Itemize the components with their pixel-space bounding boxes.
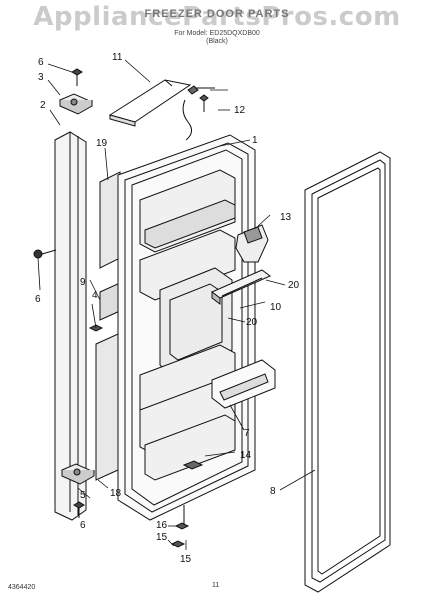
bottom-hinge-part (60, 463, 96, 485)
top-hinge-part (58, 93, 94, 115)
callout-13: 13 (280, 212, 292, 223)
screw-top-part (187, 85, 215, 95)
callout-12: 12 (234, 105, 246, 116)
callout-20-lower: 20 (246, 317, 258, 328)
door-gasket-part (304, 151, 391, 593)
callout-3: 3 (38, 72, 44, 83)
wire-harness-part (182, 99, 192, 141)
part-14 (182, 460, 204, 470)
callout-15: 15 (180, 554, 192, 565)
callout-18: 18 (110, 488, 122, 499)
ice-chute-part (235, 224, 269, 263)
retainer-bar-part (211, 269, 271, 305)
watermark: AppliancePartsPros.com (33, 2, 401, 32)
part-16 (174, 522, 190, 530)
door-liner-part (117, 134, 256, 521)
lower-insulation-part (95, 333, 119, 481)
callout-6-top: 6 (38, 57, 44, 68)
callout-6-side: 6 (35, 294, 41, 305)
callout-19: 19 (96, 138, 108, 149)
callout-6-bottom: 6 (80, 520, 86, 531)
bottom-screw-part (73, 501, 85, 518)
callout-10: 10 (270, 302, 282, 313)
callout-5: 5 (80, 490, 86, 501)
diagram-code: 4364420 (8, 584, 36, 591)
callout-20-upper: 20 (288, 280, 300, 291)
leader-lines (37, 59, 316, 550)
callout-1: 1 (252, 135, 258, 146)
callout-11: 11 (112, 52, 123, 63)
part-15-small (170, 540, 186, 548)
callout-2: 2 (40, 100, 46, 111)
door-bin-part (211, 359, 276, 409)
page-number: 11 (212, 582, 220, 589)
callout-7: 7 (244, 428, 250, 439)
callout-9: 9 (80, 277, 86, 288)
hinge-screw-part (71, 68, 83, 86)
callout-4: 4 (92, 290, 98, 301)
top-trim-part (108, 79, 192, 127)
diagram-title: FREEZER DOOR PARTS (144, 8, 290, 20)
callout-8: 8 (270, 486, 276, 497)
side-trim-part (54, 131, 87, 521)
variant-line: (Black) (206, 38, 228, 45)
callout-14: 14 (240, 450, 252, 461)
upper-insulation-part (99, 171, 121, 269)
callout-15-small: 15 (156, 532, 168, 543)
callout-16: 16 (156, 520, 168, 531)
model-line: For Model: ED25DQXDB00 (174, 30, 260, 37)
side-screw-part (33, 249, 57, 259)
screw-12-part (199, 94, 209, 112)
